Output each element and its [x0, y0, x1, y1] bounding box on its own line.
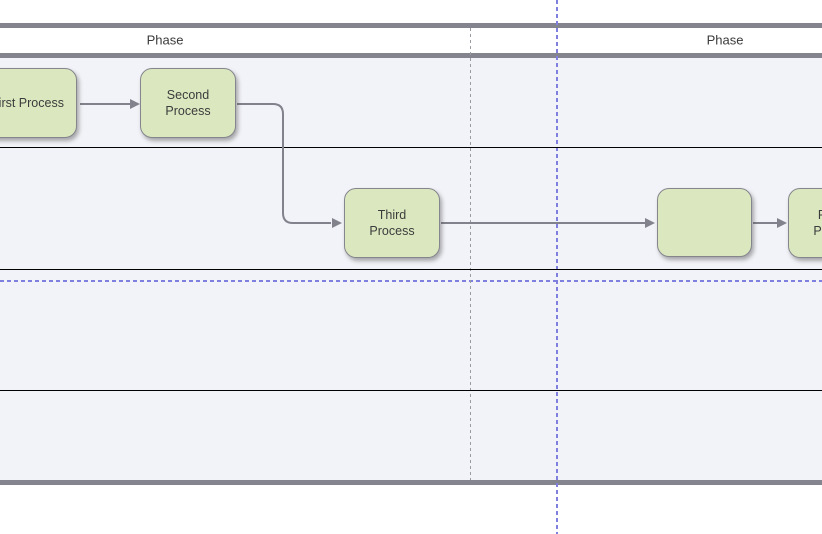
page-break-horizontal-line: [0, 280, 822, 282]
node-first-process[interactable]: First Process: [0, 68, 77, 138]
node-third-process[interactable]: Third Process: [344, 188, 440, 258]
node-second-process[interactable]: Second Process: [140, 68, 236, 138]
lane-divider-3: [0, 390, 822, 391]
lane-divider-2: [0, 269, 822, 270]
phase-divider-dashed-line: [470, 28, 471, 480]
pool-header-bottom-bar: [0, 53, 822, 58]
lane-divider-1: [0, 147, 822, 148]
node-label: First Process: [0, 95, 64, 110]
page-break-vertical-line: [556, 0, 558, 534]
phase-header-left[interactable]: Phase: [146, 32, 184, 48]
node-fourth-process[interactable]: Fourth Process: [788, 188, 822, 258]
node-label: Third Process: [369, 207, 415, 238]
node-label: Fourth Process: [813, 207, 822, 238]
pool-top-bar: [0, 23, 822, 28]
node-unlabeled-process[interactable]: [657, 188, 752, 257]
node-label: Second Process: [165, 87, 211, 118]
phase-header-row: [0, 28, 822, 53]
phase-header-right[interactable]: Phase: [706, 32, 744, 48]
pool-bottom-bar: [0, 480, 822, 485]
